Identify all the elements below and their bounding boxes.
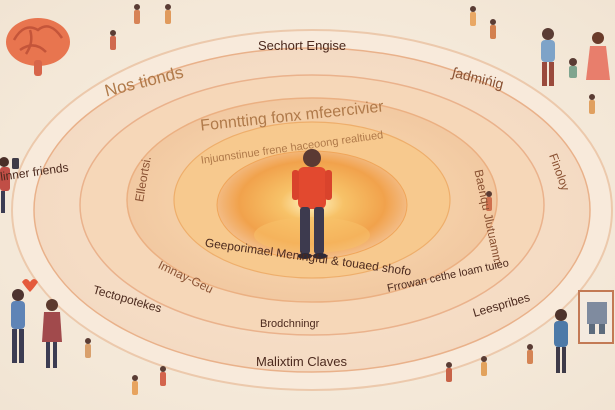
ring-outer-top-label: Sechort Engise: [258, 38, 347, 53]
small-people-icons: [85, 4, 595, 395]
person-with-phone-icon: [0, 157, 19, 213]
presentation-icon: [554, 290, 614, 373]
person-figure-icon: [292, 149, 332, 259]
brain-icon: [6, 18, 70, 76]
ring-label-12: Brodchningr: [260, 318, 320, 330]
couple-icon: [11, 279, 62, 368]
ring-outer-bottom-label: Malixtim Claves: [256, 354, 348, 369]
core-platform: [254, 217, 370, 253]
family-icon: [541, 28, 610, 86]
